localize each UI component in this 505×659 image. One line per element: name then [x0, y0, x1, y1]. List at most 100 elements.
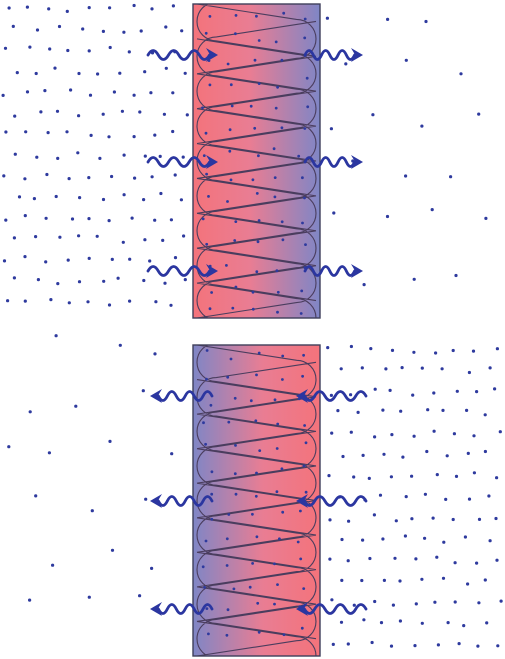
- particle-dot: [3, 46, 8, 50]
- particle-dot: [273, 562, 276, 566]
- particle-dot: [499, 599, 503, 603]
- particle-dot: [276, 290, 280, 294]
- particle-dot: [4, 130, 8, 134]
- particle-dot: [225, 564, 229, 567]
- particle-dot: [36, 278, 41, 282]
- particle-dot: [209, 403, 213, 407]
- particle-dot: [370, 640, 374, 645]
- particle-dot: [107, 135, 111, 139]
- particle-dot: [273, 602, 276, 606]
- particle-dot: [361, 453, 365, 457]
- particle-dot: [162, 112, 166, 116]
- particle-dot: [173, 256, 178, 260]
- particle-dot: [280, 467, 284, 471]
- particle-dot: [6, 299, 10, 303]
- particle-dot: [303, 36, 307, 40]
- particle-dot: [89, 133, 93, 137]
- particle-dot: [349, 344, 353, 349]
- particle-dot: [78, 196, 82, 200]
- wavy-arrow-icon: [146, 155, 218, 169]
- particle-dot: [110, 174, 114, 179]
- particle-dot: [87, 6, 91, 10]
- arrow-head: [351, 48, 363, 62]
- particle-dot: [210, 470, 214, 474]
- particle-dot: [202, 421, 205, 425]
- particle-dot: [88, 93, 93, 97]
- particle-dot: [107, 303, 112, 307]
- particle-dot: [132, 3, 136, 8]
- particle-dot: [276, 85, 279, 89]
- particle-dot: [280, 220, 284, 224]
- particle-dot: [150, 7, 154, 11]
- particle-dot: [87, 49, 91, 53]
- particle-dot: [255, 373, 258, 377]
- wavy-arrow-icon: [296, 389, 368, 403]
- particle-dot: [44, 216, 48, 220]
- particle-dot: [39, 110, 43, 114]
- particle-dot: [254, 419, 258, 423]
- arrow-shaft: [303, 156, 356, 168]
- particle-dot: [475, 561, 479, 565]
- particle-dot: [7, 6, 11, 10]
- particle-dot: [256, 240, 260, 244]
- wavy-arrow-icon: [303, 155, 363, 169]
- particle-dot: [142, 278, 146, 283]
- particle-dot: [385, 214, 390, 219]
- particle-dot: [118, 71, 122, 75]
- particle-dot: [257, 219, 261, 222]
- particle-dot: [404, 495, 408, 499]
- particle-dot: [208, 83, 212, 87]
- particle-dot: [228, 128, 232, 132]
- particle-dot: [55, 109, 60, 113]
- particle-dot: [258, 449, 262, 452]
- particle-dot: [101, 112, 105, 116]
- particle-dot: [303, 17, 307, 21]
- particle-dot: [66, 48, 70, 53]
- particle-dot: [436, 643, 440, 647]
- particle-dot: [118, 343, 122, 347]
- particle-dot: [276, 310, 279, 314]
- particle-dot: [451, 348, 455, 353]
- particle-dot: [143, 154, 147, 158]
- particle-dot: [207, 195, 210, 198]
- particle-dot: [257, 154, 260, 158]
- particle-dot: [423, 536, 427, 540]
- particle-dot: [300, 289, 304, 293]
- particle-dot: [226, 200, 229, 203]
- particle-dot: [57, 24, 62, 29]
- particle-dot: [300, 626, 304, 630]
- particle-dot: [341, 454, 345, 459]
- particle-dot: [230, 104, 234, 108]
- particle-dot: [487, 494, 491, 498]
- particle-dot: [432, 429, 436, 433]
- particle-dot: [329, 393, 333, 397]
- particle-dot: [15, 71, 19, 75]
- particle-dot: [432, 391, 436, 395]
- particle-dot: [420, 366, 424, 370]
- arrow-head: [206, 264, 218, 278]
- particle-dot: [203, 586, 207, 589]
- particle-dot: [133, 176, 137, 180]
- particle-dot: [399, 409, 403, 413]
- particle-dot: [12, 236, 16, 240]
- particle-dot: [404, 174, 408, 178]
- particle-dot: [205, 607, 209, 610]
- particle-dot: [346, 642, 350, 646]
- particle-dot: [141, 389, 145, 393]
- particle-dot: [453, 600, 457, 604]
- particle-dot: [185, 113, 189, 117]
- particle-dot: [28, 410, 32, 414]
- particle-dot: [483, 449, 487, 454]
- particle-dot: [205, 377, 208, 381]
- particle-dot: [423, 492, 427, 496]
- particle-dot: [249, 399, 253, 403]
- particle-dot: [251, 512, 254, 516]
- particle-dot: [457, 642, 461, 646]
- particle-dot: [339, 367, 343, 371]
- particle-dot: [373, 435, 377, 439]
- arrow-shaft: [157, 495, 214, 507]
- particle-dot: [164, 25, 168, 29]
- particle-dot: [96, 72, 100, 76]
- particle-dot: [204, 539, 208, 543]
- wavy-arrow-icon: [150, 602, 214, 616]
